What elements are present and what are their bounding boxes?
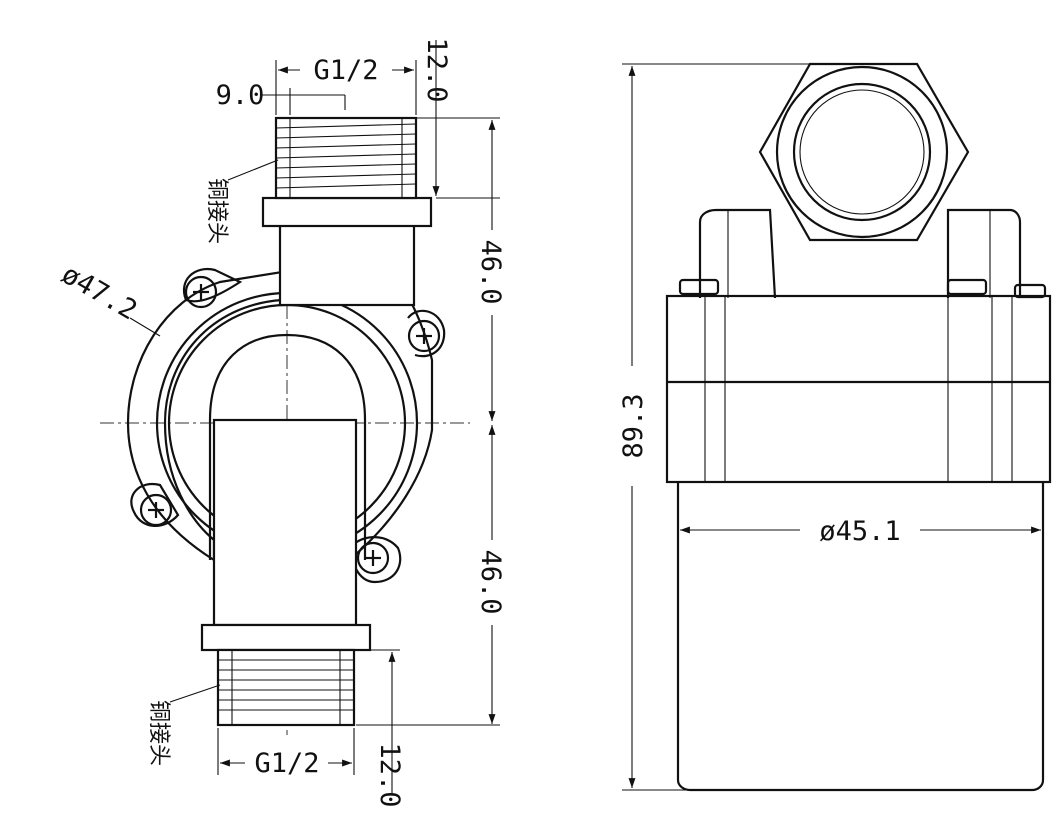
outlet-bore [792,82,932,222]
dim-height-upper: 46.0 [475,120,506,421]
thread-length-top: 12.0 [421,37,452,102]
body-diameter: ø45.1 [819,516,900,547]
housing-diameter: ø47.2 [56,259,142,326]
label-copper-joint-top: 铜接头 [204,159,279,244]
total-height: 89.3 [618,393,649,458]
dim-body-diameter: ø45.1 [680,516,1041,547]
dim-thread-bottom: G1/2 [217,728,355,779]
dim-offset: 9.0 [216,80,346,115]
inlet-channel [208,333,367,560]
upper-outlet-pipe [261,116,433,307]
front-view: G1/2 9.0 12.0 46.0 46.0 [56,37,506,807]
height-upper: 46.0 [475,239,506,304]
housing-band [665,294,1052,484]
dim-height-lower: 46.0 [356,425,506,726]
dim-housing-diameter: ø47.2 [56,259,161,337]
offset-value: 9.0 [216,80,265,111]
screw-right [407,319,441,353]
height-lower: 46.0 [475,549,506,614]
label-bottom-text: 铜接头 [146,700,171,766]
label-top-text: 铜接头 [204,178,229,244]
side-view: 89.3 ø45.1 [618,62,1052,792]
label-copper-joint-bottom: 铜接头 [146,684,221,766]
outlet-hex-nut [758,62,970,242]
screw-bottom-left [139,493,173,527]
screw-bottom-right [356,541,390,575]
dim-total-height: 89.3 [618,63,810,791]
motor-can [676,482,1045,792]
mounting-ear-left [698,208,777,299]
thread-size-top: G1/2 [313,55,378,86]
lower-inlet-pipe [200,418,372,727]
outlet-outer-ring [775,65,949,239]
dim-thread-length-bottom: 12.0 [356,649,405,808]
dim-thread-top: G1/2 [275,55,417,115]
thread-length-bottom: 12.0 [374,742,405,807]
thread-size-bottom: G1/2 [254,748,319,779]
dim-thread-length-top: 12.0 [410,37,500,199]
mounting-ear-right [946,208,1022,298]
screw-top-left [184,275,218,309]
